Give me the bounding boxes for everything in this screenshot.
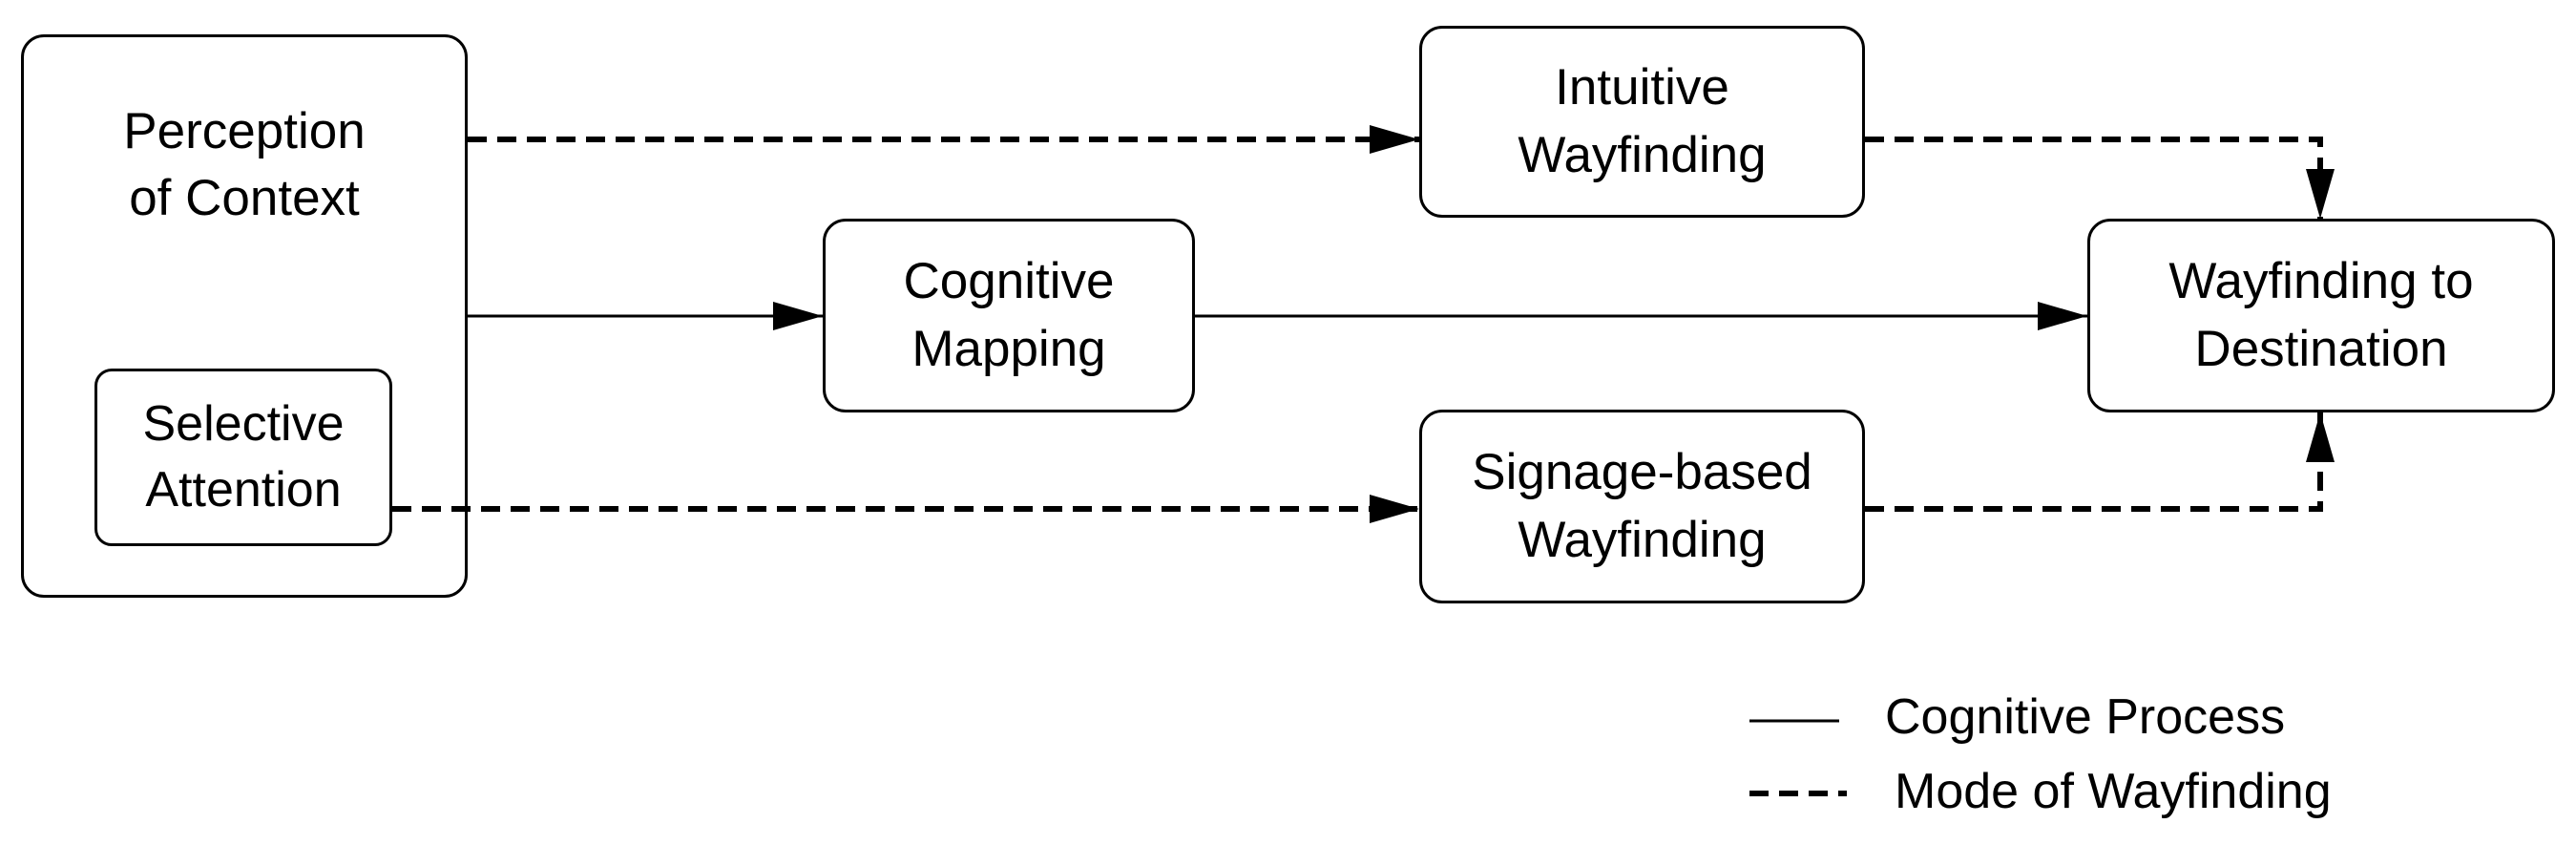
node-label-line: Mapping	[911, 320, 1106, 377]
node-label-line: Selective	[142, 395, 345, 452]
node-label-line: Perception	[123, 103, 366, 159]
legend-label-cognitive-process: Cognitive Process	[1885, 689, 2286, 745]
node-signage-based-wayfinding: Signage-based Wayfinding	[1419, 410, 1865, 603]
node-wayfinding-to-destination: Wayfinding to Destination	[2087, 219, 2555, 412]
node-label-line: Destination	[2194, 320, 2448, 377]
edge-signage-to-destination	[1865, 412, 2335, 512]
node-label-line: Cognitive	[903, 253, 1115, 310]
node-label-line: Attention	[145, 462, 342, 518]
node-selective-attention: Selective Attention	[94, 369, 392, 546]
legend-label-mode-of-wayfinding: Mode of Wayfinding	[1895, 764, 2332, 819]
node-intuitive-wayfinding: Intuitive Wayfinding	[1419, 26, 1865, 218]
edge-intuitive-to-destination	[1865, 137, 2335, 219]
node-label-line: Signage-based	[1472, 444, 1812, 501]
node-label-line: Wayfinding	[1518, 511, 1767, 568]
node-label-line: Wayfinding	[1518, 126, 1767, 183]
node-perception-of-context: Perception of Context	[21, 34, 468, 598]
node-label-line: Wayfinding to	[2168, 253, 2474, 310]
node-cognitive-mapping: Cognitive Mapping	[823, 219, 1195, 412]
node-label-line: of Context	[129, 170, 360, 227]
node-label-line: Intuitive	[1555, 59, 1729, 116]
